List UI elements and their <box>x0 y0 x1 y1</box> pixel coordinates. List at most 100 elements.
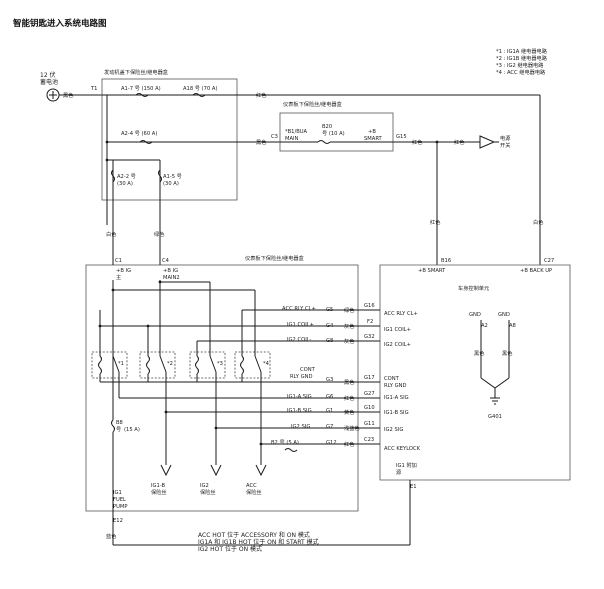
bcu-ig2-sig: IG2 SIG <box>384 427 403 433</box>
dash-lower-fuse-box: 仪表板下保险丝/继电器盒 C1 C4 +B IG 主 +B IG MAIN2 A… <box>85 254 359 524</box>
out-arrow-acc <box>255 464 267 477</box>
pin-g16: G16 <box>364 303 375 309</box>
bcu-title: 车身控制单元 <box>458 284 489 292</box>
legend-item-1: *1 : IG1A 继电器电路 <box>496 47 548 55</box>
battery-label-1: 12 伏 <box>40 71 56 79</box>
legend-item-4: *4 : ACC 继电器电路 <box>496 68 546 76</box>
fuse-a2-2-label-2: (30 A) <box>117 181 133 187</box>
bcu-backup: +B BACK UP <box>520 268 552 274</box>
dash-smart-2: SMART <box>364 136 383 142</box>
ig1-fuel-1: IG1 <box>113 490 122 496</box>
lower-acc-rly: ACC RLY CL+ <box>282 306 316 312</box>
out-ig2-1: IG2 <box>200 483 209 489</box>
relay-4-label: *4 <box>263 361 270 367</box>
engine-box-title: 发动机盖下保险丝/继电器盒 <box>104 68 169 76</box>
pin-c23: C23 <box>364 437 374 443</box>
note-ig2: IG2 HOT 位于 ON 模式 <box>198 545 262 553</box>
out-ig1b-1: IG1-B <box>151 483 166 489</box>
fuse-a1-7-icon <box>135 93 149 97</box>
note-ig1: IG1A 和 IG1B HOT 位于 ON 和 START 模式 <box>198 538 319 546</box>
dash-main-2: MAIN <box>285 136 299 142</box>
pin-g27: G27 <box>364 391 375 397</box>
bcu-cont-1: CONT <box>384 376 400 382</box>
fuse-a2-4-icon <box>139 140 153 144</box>
dash-upper-title: 仪表板下保险丝/继电器盒 <box>283 100 343 108</box>
term-c4: C4 <box>162 258 170 264</box>
fuse-b8-3: (15 A) <box>124 427 140 433</box>
fuse-b8-1: B8 <box>116 420 123 426</box>
relay-1-label: *1 <box>118 361 124 367</box>
relay-3-label: *3 <box>217 361 223 367</box>
bcu-acc-rly: ACC RLY CL+ <box>384 311 418 317</box>
relay-4 <box>234 351 271 379</box>
ground-g401: G401 <box>488 414 502 420</box>
fuse-b2-label: B2 号 (5 A) <box>271 439 299 446</box>
lower-main-2: 主 <box>116 273 121 281</box>
lower-ig1-coil: IG1 COIL+ <box>287 322 314 328</box>
bcu-cont-2: RLY GND <box>384 383 407 389</box>
bcu-ig2-coil: IG2 COIL+ <box>384 342 411 348</box>
legend-item-3: *3 : IG2 继电器电路 <box>496 61 544 69</box>
diagram-title: 智能钥匙进入系统电路图 <box>12 18 107 29</box>
term-a8: A8 <box>509 323 516 329</box>
power-switch: 电源 开关 <box>479 134 511 149</box>
fuse-a1-5-label-1: A1-5 号 <box>163 173 182 180</box>
out-arrow-ig1b <box>160 464 172 477</box>
pin-g32: G32 <box>364 334 375 340</box>
bcu-ig1-coil: IG1 COIL+ <box>384 327 411 333</box>
battery: 12 伏 蓄电池 黑色 T1 <box>40 71 97 102</box>
fuse-b20-1: B20 <box>322 124 332 130</box>
fuse-a1-7-label: A1-7 号 (150 A) <box>121 85 161 92</box>
wire-red-top: 红色 <box>256 91 266 99</box>
dash-lower-title: 仪表板下保险丝/继电器盒 <box>245 254 305 262</box>
c-ig1a: 红色 <box>344 394 354 402</box>
lower-cont-2: RLY GND <box>290 374 313 380</box>
term-g3: G3 <box>326 377 333 383</box>
lower-ig1b-sig: IG1-B SIG <box>287 408 312 414</box>
term-g6: G6 <box>326 394 333 400</box>
term-c27: C27 <box>544 258 554 264</box>
out-ig1b-2: 保险丝 <box>151 488 167 496</box>
wire-blue-e12: 蓝色 <box>106 532 116 540</box>
ig1-fuel-2: FUEL <box>113 497 126 503</box>
fuse-b8-2: 号 <box>116 426 121 433</box>
fuse-a2-4-label: A2-4 号 (60 A) <box>121 130 157 137</box>
fuse-a1-5-icon <box>158 169 162 183</box>
bcu-gnd-2: GND <box>498 312 510 318</box>
relay-2 <box>139 351 176 379</box>
fuse-a2-2-label-1: A2-2 号 <box>117 173 136 180</box>
body-control-unit: B16 C27 +B SMART +B BACK UP 车身控制单元 ACC R… <box>379 258 571 490</box>
dash-main-1: *B1/BUA <box>285 129 308 135</box>
battery-label-2: 蓄电池 <box>40 78 58 86</box>
bcu-ig1b-sig: IG1-B SIG <box>384 410 409 416</box>
c-gnd: 黑色 <box>344 378 354 386</box>
lower-cont-1: CONT <box>300 367 316 373</box>
out-ig2-2: 保险丝 <box>200 488 216 496</box>
fuse-b8-icon <box>111 419 115 433</box>
wire-black-a24: 黑色 <box>256 138 266 146</box>
relay-3 <box>189 351 226 379</box>
c-ig1: 灰色 <box>344 322 354 330</box>
engine-fuse-box: 发动机盖下保险丝/继电器盒 A1-7 号 (150 A) A18 号 (70 A… <box>101 68 238 201</box>
pin-g11: G11 <box>364 421 375 427</box>
switch-label-1: 电源 <box>500 134 511 142</box>
pin-g10: G10 <box>364 405 375 411</box>
pin-f2: F2 <box>367 319 373 325</box>
out-acc-1: ACC <box>246 483 257 489</box>
mode-notes: ACC HOT 位于 ACCESSORY 和 ON 模式 IG1A 和 IG1B… <box>198 531 319 553</box>
switch-icon <box>479 135 496 149</box>
term-c3: C3 <box>271 134 278 140</box>
lower-main-1: +B IG <box>116 268 131 274</box>
term-b16: B16 <box>441 258 451 264</box>
switch-label-2: 开关 <box>500 141 510 149</box>
lower-main2-1: +B IG <box>163 268 178 274</box>
wire-white-right: 白色 <box>533 218 543 226</box>
term-g15: G15 <box>396 134 407 140</box>
bcu-acc-keylock: ACC KEYLOCK <box>384 446 421 452</box>
c-acc: 绿色 <box>344 306 354 314</box>
c-ig1b: 黄色 <box>344 408 354 416</box>
ground-icon <box>490 397 500 405</box>
out-acc-2: 保险丝 <box>246 488 262 496</box>
legend: *1 : IG1A 继电器电路 *2 : IG1B 继电器电路 *3 : IG2… <box>496 47 548 76</box>
